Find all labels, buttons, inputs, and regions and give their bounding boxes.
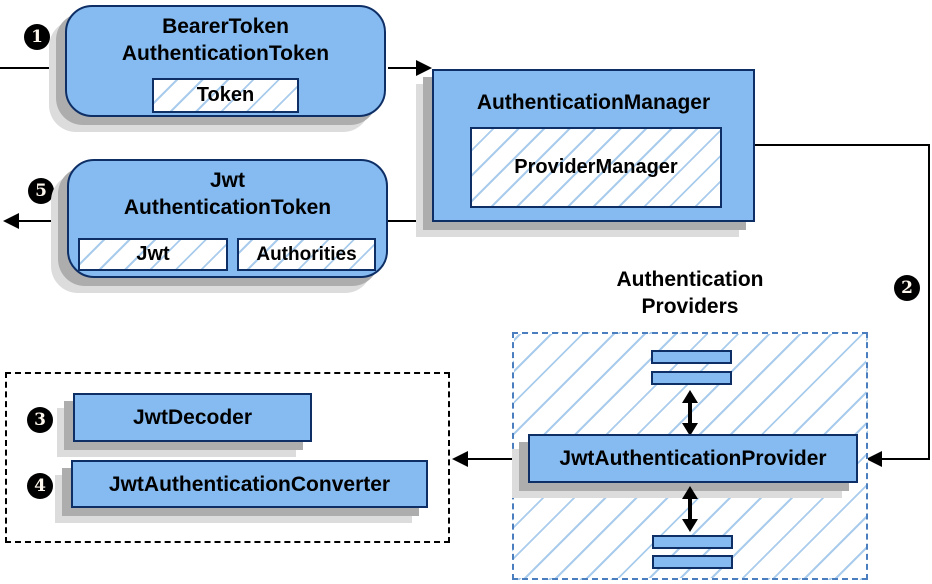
- node-title-line: AuthenticationManager: [476, 91, 711, 114]
- member-label: Authorities: [256, 243, 357, 265]
- manager-to-jwt-token-line: [388, 220, 432, 222]
- manager-to-provider-line: [882, 458, 930, 460]
- authentication-providers-title: Authentication Providers: [512, 266, 868, 320]
- double-arrow-bottom-icon: [682, 486, 698, 532]
- node-bearer-token-authentication-token: BearerToken AuthenticationToken Token: [65, 5, 386, 117]
- node-title-line: AuthenticationToken: [121, 42, 330, 65]
- member-provider-manager: ProviderManager: [470, 127, 722, 208]
- double-arrow-top-icon: [682, 390, 698, 436]
- node-jwt-authentication-converter: JwtAuthenticationConverter: [71, 460, 428, 508]
- bearer-to-manager-arrowhead-icon: [416, 60, 432, 76]
- step-4-badge: 4: [27, 473, 53, 499]
- node-jwt-decoder: JwtDecoder: [73, 393, 312, 442]
- node-title-line: Jwt: [209, 169, 245, 192]
- group-title-line: Authentication: [616, 268, 764, 291]
- incoming-request-line: [0, 67, 65, 69]
- member-label: ProviderManager: [514, 156, 678, 178]
- step-3-badge: 3: [27, 407, 53, 433]
- jwt-token-out-line: [19, 220, 67, 222]
- manager-to-provider-arrowhead-icon: [866, 451, 882, 467]
- provider-stack-top-bar-2-icon: [651, 371, 732, 385]
- node-title-line: JwtAuthenticationProvider: [559, 447, 827, 470]
- member-label: Token: [196, 84, 255, 106]
- node-title-line: AuthenticationToken: [123, 196, 332, 219]
- group-title-line: Providers: [641, 295, 739, 318]
- node-authentication-manager: AuthenticationManager ProviderManager: [432, 69, 755, 222]
- jwt-token-out-arrowhead-icon: [3, 213, 19, 229]
- member-authorities: Authorities: [237, 238, 376, 271]
- jwt-components-group: [5, 372, 450, 543]
- provider-stack-bottom-bar-1-icon: [652, 535, 733, 549]
- node-jwt-authentication-provider: JwtAuthenticationProvider: [528, 434, 858, 483]
- node-title-line: BearerToken: [162, 15, 289, 38]
- provider-stack-top-bar-1-icon: [651, 350, 732, 364]
- step-2-badge: 2: [894, 275, 920, 301]
- bearer-to-manager-line: [388, 67, 418, 69]
- manager-down-line: [928, 144, 930, 460]
- step-1-badge: 1: [24, 24, 50, 50]
- node-title-line: JwtAuthenticationConverter: [108, 472, 391, 496]
- member-jwt: Jwt: [78, 238, 228, 271]
- member-token: Token: [152, 78, 299, 113]
- provider-to-decoder-arrowhead-icon: [452, 451, 468, 467]
- provider-to-decoder-line: [468, 458, 528, 460]
- node-title-line: JwtDecoder: [132, 406, 253, 429]
- authentication-providers-group: JwtAuthenticationProvider: [512, 332, 868, 580]
- member-label: Jwt: [136, 243, 170, 265]
- manager-out-line: [755, 144, 930, 146]
- step-5-badge: 5: [28, 178, 54, 204]
- provider-stack-bottom-bar-2-icon: [652, 555, 733, 569]
- node-jwt-authentication-token: Jwt AuthenticationToken Jwt Authorities: [67, 159, 388, 278]
